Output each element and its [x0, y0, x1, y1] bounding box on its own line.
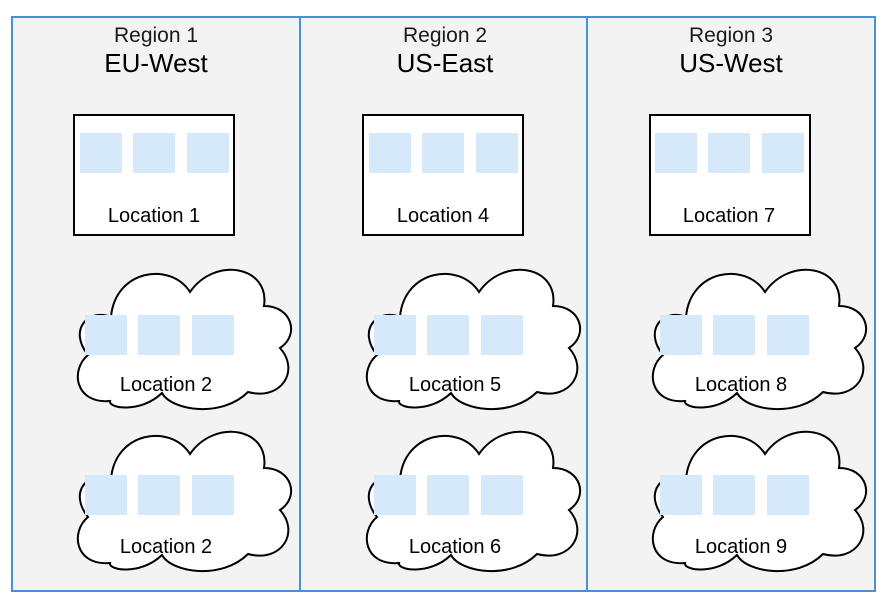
server-icon	[708, 133, 750, 173]
server-icon	[660, 475, 702, 515]
server-icon	[133, 133, 175, 173]
server-icon	[767, 475, 809, 515]
server-icon	[767, 315, 809, 355]
location-label: Location 8	[695, 374, 787, 396]
server-icon	[481, 475, 523, 515]
region-name: EU-West	[104, 48, 208, 78]
server-icon	[422, 133, 464, 173]
location-label: Location 5	[409, 374, 501, 396]
server-icon	[660, 315, 702, 355]
server-icon	[713, 315, 755, 355]
location-cloud: Location 8	[651, 268, 868, 411]
region-us-east: Region 2 US-East Location 4 Location 5 L…	[299, 16, 588, 592]
server-icon	[374, 475, 416, 515]
location-label: Location 6	[409, 536, 501, 558]
server-icon	[85, 315, 127, 355]
location-box: Location 4	[362, 114, 524, 236]
region-label: Region 1	[114, 24, 198, 47]
location-label: Location 7	[683, 205, 775, 227]
server-icon	[138, 475, 180, 515]
server-icon	[369, 133, 411, 173]
region-us-west: Region 3 US-West Location 7 Location 8 L…	[586, 16, 876, 592]
server-icon	[138, 315, 180, 355]
server-icon	[192, 315, 234, 355]
location-box: Location 1	[73, 114, 235, 236]
location-label: Location 9	[695, 536, 787, 558]
region-label: Region 3	[689, 24, 773, 47]
server-icon	[80, 133, 122, 173]
region-label: Region 2	[403, 24, 487, 47]
location-cloud: Location 2	[76, 268, 293, 411]
location-cloud: Location 6	[365, 430, 582, 573]
server-icon	[476, 133, 518, 173]
server-icon	[713, 475, 755, 515]
server-icon	[192, 475, 234, 515]
location-box: Location 7	[649, 114, 811, 236]
region-eu-west: Region 1 EU-West Location 1 Location 2 L…	[11, 16, 301, 592]
region-name: US-West	[679, 48, 783, 78]
server-icon	[85, 475, 127, 515]
location-label: Location 2	[120, 536, 212, 558]
location-label: Location 1	[108, 205, 200, 227]
server-icon	[762, 133, 804, 173]
location-cloud: Location 5	[365, 268, 582, 411]
location-label: Location 2	[120, 374, 212, 396]
server-icon	[374, 315, 416, 355]
server-icon	[427, 315, 469, 355]
server-icon	[187, 133, 229, 173]
server-icon	[481, 315, 523, 355]
location-label: Location 4	[397, 205, 489, 227]
server-icon	[427, 475, 469, 515]
region-name: US-East	[397, 48, 495, 78]
location-cloud: Location 2	[76, 430, 293, 573]
location-cloud: Location 9	[651, 430, 868, 573]
server-icon	[655, 133, 697, 173]
